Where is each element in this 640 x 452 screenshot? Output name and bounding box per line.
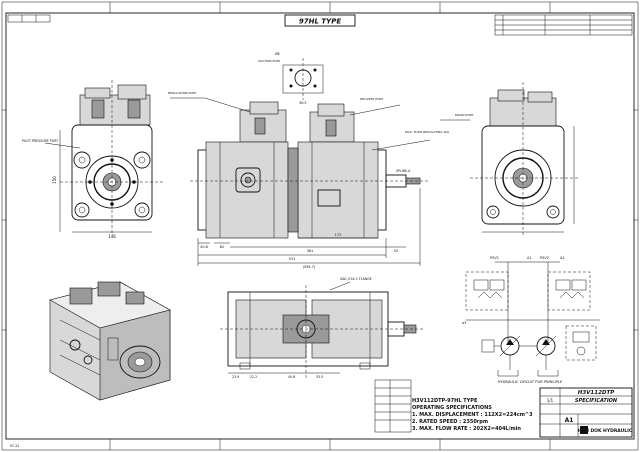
spec-heading: OPERATING SPECIFICATIONS — [412, 405, 492, 411]
reg-port-note: REGULATION PORT — [168, 91, 196, 95]
circuit-psv1: PSV1 — [490, 256, 499, 260]
title-block-model: H3V112DTP — [578, 390, 615, 396]
spec-line-2: 2. RATED SPEED : 2350rpm — [412, 419, 488, 425]
front-view-left: 150 146 PILOT PRESSURE PORT — [22, 80, 165, 239]
spline-note: SPLINE-A — [396, 169, 411, 173]
top-dim-a: 23.9 — [232, 375, 239, 379]
mounting-flange-note: SAE-J744 C FLANGE — [340, 277, 372, 281]
front-view-right — [470, 82, 578, 236]
side-left-dim: 40.8 — [200, 245, 208, 249]
title-block-doctype: SPECIFICATION — [575, 398, 618, 404]
top-dim-b: 22.2 — [250, 375, 257, 379]
top-stamp-box — [7, 14, 51, 23]
title-box-text: 97HL TYPE — [299, 18, 341, 26]
circuit-a2: A2 — [560, 256, 565, 260]
isometric-view — [49, 281, 171, 401]
delivery-port-note: DELIVERY PORT — [360, 97, 383, 101]
title-block-company: HAN DOK HYDRAULIC — [578, 428, 633, 434]
flange-dia: Ø8 — [275, 51, 280, 56]
front-width-dim: 146 — [108, 234, 116, 239]
side-len-dim: 531 — [289, 257, 296, 261]
spec-line-3: 3. MAX. FLOW RATE : 202X2=404L/min — [412, 426, 521, 432]
top-dim-d: 33.5 — [316, 375, 323, 379]
title-block: H3V112DTP SPECIFICATION 1/1 A1 HAN DOK H… — [539, 387, 633, 438]
bottom-stamp: 97-22 — [10, 444, 19, 448]
circuit-psv2: PSV2 — [540, 256, 549, 260]
flow-port-note: MAX. FLOW REGULATING ADJ. — [405, 130, 450, 134]
spec-line-1: 1. MAX. DISPLACEMENT : 112X2=224cm^3 — [412, 412, 533, 418]
title-block-rev: A1 — [565, 417, 574, 424]
hydraulic-circuit: PSV1 PSV2 A1 A2 a3 — [462, 256, 600, 384]
company-logo — [580, 426, 588, 434]
revision-table — [494, 14, 633, 36]
top-view: SAE-J744 C FLANGE 23.9 22.2 40.6 33.5 — [220, 277, 425, 380]
spec-model: H3V112DTP-97HL TYPE — [412, 398, 478, 404]
front-height-dim: 150 — [52, 176, 57, 184]
side-right-dim: 52 — [394, 249, 398, 253]
spec-block: H3V112DTP-97HL TYPE OPERATING SPECIFICAT… — [374, 379, 533, 433]
side-short-dim: 62 — [220, 245, 224, 249]
drain-port-note: DRAIN PORT — [455, 113, 473, 117]
inner-frame — [5, 12, 635, 440]
top-dim-c: 40.6 — [288, 375, 295, 379]
side-part-dim: 361 — [307, 249, 314, 253]
side-view-main: 60.5 Ø8 SUCTION PORT REGULATION PORT DEL… — [168, 51, 473, 269]
flange-dim: 60.5 — [299, 101, 306, 105]
title-block-sheet: 1/1 — [547, 398, 554, 403]
pilot-port-note: PILOT PRESSURE PORT — [22, 139, 58, 143]
circuit-a3: a3 — [462, 321, 466, 325]
side-center-dim: 172 — [335, 233, 342, 237]
side-total-dim: (594.7) — [303, 265, 316, 269]
circuit-a1: A1 — [527, 256, 532, 260]
title-box — [284, 14, 356, 27]
suction-port-note: SUCTION PORT — [258, 59, 281, 63]
circuit-caption: HYDRAULIC CIRCUIT FOR PRINCIPLE — [498, 380, 563, 384]
